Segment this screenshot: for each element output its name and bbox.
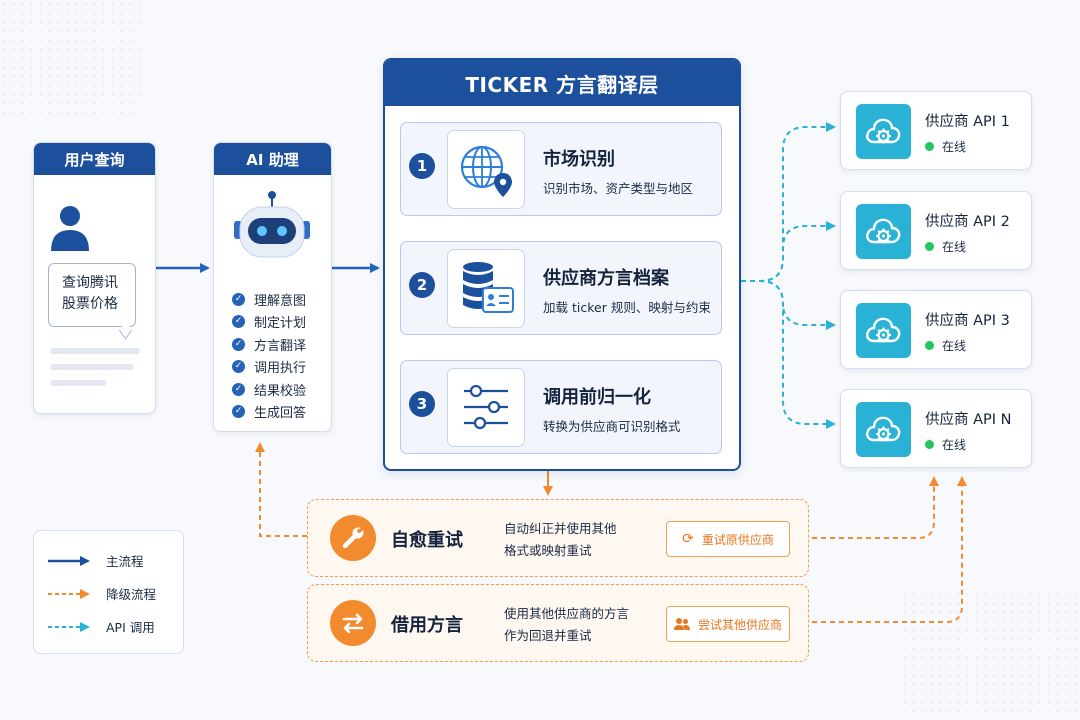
- robot-icon: [234, 191, 310, 258]
- step-number: 1: [409, 153, 435, 179]
- vendor-name: 供应商 API 2: [925, 214, 1010, 230]
- check-icon: ✓: [232, 292, 245, 306]
- placeholder-line: [50, 364, 134, 370]
- step-item: ✓方言翻译: [232, 333, 306, 356]
- globe-pin-icon: [447, 130, 525, 209]
- step-item: ✓制定计划: [232, 311, 306, 334]
- online-dot-icon: [925, 341, 934, 350]
- status-badge: 在线: [925, 436, 966, 453]
- fallback-arrow: [812, 476, 967, 623]
- api-call-arrow: [741, 280, 836, 429]
- status-badge: 在线: [925, 238, 966, 255]
- user-query-card: 用户查询 查询腾讯 股票价格: [33, 142, 156, 414]
- legend-item-fallback-flow: 降级流程: [48, 584, 156, 603]
- fallback-self-heal-retry: 自愈重试 自动纠正并使用其他 格式或映射重试 ⟳ 重试原供应商: [307, 499, 809, 577]
- dashed-arrow-icon: [48, 588, 90, 599]
- vendor-api-card: 供应商 API N 在线: [840, 389, 1032, 468]
- vendor-api-card: 供应商 API 1 在线: [840, 91, 1032, 170]
- query-line: 股票价格: [62, 296, 118, 312]
- ai-assistant-card: AI 助理 ✓理解意图 ✓制定计划 ✓方言翻译 ✓调用执行 ✓结果校验 ✓生成回…: [213, 142, 332, 432]
- fallback-borrow-dialect: 借用方言 使用其他供应商的方言 作为回退并重试 尝试其他供应商: [307, 584, 809, 662]
- fallback-title: 借用方言: [391, 615, 463, 636]
- api-call-arrow: [741, 122, 836, 282]
- layer-desc: 识别市场、资产类型与地区: [543, 181, 694, 196]
- fallback-title: 自愈重试: [391, 530, 463, 551]
- query-bubble: 查询腾讯 股票价格: [48, 263, 136, 327]
- fallback-arrow: [255, 442, 307, 537]
- layer-vendor-dialect-profile: 2 供应商方言档案 加载 ticker 规则、映射与约束: [400, 241, 722, 335]
- card-header: 用户查询: [34, 143, 155, 175]
- legend: 主流程 降级流程 API 调用: [33, 530, 184, 654]
- swap-icon: [330, 600, 376, 646]
- ticker-translation-panel: TICKER 方言翻译层 1 市场识别 识别市场、资产类型与地区 2: [383, 58, 741, 471]
- layer-market-identify: 1 市场识别 识别市场、资产类型与地区: [400, 122, 722, 216]
- try-other-vendor-button[interactable]: 尝试其他供应商: [666, 606, 790, 642]
- refresh-icon: ⟳: [682, 531, 694, 547]
- vendor-name: 供应商 API 1: [925, 114, 1010, 130]
- query-line: 查询腾讯: [62, 275, 118, 291]
- vendor-api-card: 供应商 API 3 在线: [840, 290, 1032, 369]
- database-profile-icon: [447, 249, 525, 328]
- card-header: AI 助理: [214, 143, 331, 175]
- sliders-icon: [447, 368, 525, 447]
- step-item: ✓理解意图: [232, 288, 306, 311]
- layer-title: 调用前归一化: [543, 387, 651, 408]
- cloud-gear-icon: [856, 104, 911, 159]
- retry-original-vendor-button[interactable]: ⟳ 重试原供应商: [666, 521, 790, 557]
- check-icon: ✓: [232, 315, 245, 329]
- api-call-arrow: [741, 280, 836, 330]
- online-dot-icon: [925, 242, 934, 251]
- panel-title: TICKER 方言翻译层: [385, 60, 739, 106]
- online-dot-icon: [925, 142, 934, 151]
- users-icon: [673, 618, 690, 630]
- fallback-arrow: [812, 476, 939, 539]
- vendor-name: 供应商 API N: [925, 412, 1012, 428]
- online-dot-icon: [925, 440, 934, 449]
- cloud-gear-icon: [856, 303, 911, 358]
- step-item: ✓结果校验: [232, 378, 306, 401]
- status-badge: 在线: [925, 138, 966, 155]
- step-number: 2: [409, 272, 435, 298]
- decorative-dots: [900, 590, 1080, 720]
- check-icon: ✓: [232, 360, 245, 374]
- decorative-dots: [0, 0, 140, 120]
- step-list: ✓理解意图 ✓制定计划 ✓方言翻译 ✓调用执行 ✓结果校验 ✓生成回答: [232, 288, 306, 423]
- layer-desc: 转换为供应商可识别格式: [543, 419, 681, 434]
- step-number: 3: [409, 391, 435, 417]
- placeholder-line: [50, 348, 140, 354]
- placeholder-line: [50, 380, 106, 386]
- check-icon: ✓: [232, 405, 245, 419]
- fallback-desc: 使用其他供应商的方言 作为回退并重试: [504, 606, 630, 643]
- layer-desc: 加载 ticker 规则、映射与约束: [543, 300, 711, 315]
- layer-pre-call-normalize: 3 调用前归一化 转换为供应商可识别格式: [400, 360, 722, 454]
- solid-arrow-icon: [48, 555, 90, 566]
- vendor-name: 供应商 API 3: [925, 313, 1010, 329]
- cloud-gear-icon: [856, 402, 911, 457]
- user-icon: [51, 206, 89, 251]
- step-item: ✓调用执行: [232, 356, 306, 379]
- step-item: ✓生成回答: [232, 401, 306, 424]
- layer-title: 市场识别: [543, 149, 615, 170]
- legend-item-api-call: API 调用: [48, 617, 155, 636]
- api-call-arrow: [741, 221, 836, 282]
- legend-item-main-flow: 主流程: [48, 551, 144, 570]
- wrench-icon: [330, 515, 376, 561]
- vendor-api-card: 供应商 API 2 在线: [840, 191, 1032, 270]
- check-icon: ✓: [232, 382, 245, 396]
- dashed-arrow-icon: [48, 621, 90, 632]
- check-icon: ✓: [232, 337, 245, 351]
- status-badge: 在线: [925, 337, 966, 354]
- fallback-desc: 自动纠正并使用其他 格式或映射重试: [504, 521, 617, 558]
- cloud-gear-icon: [856, 204, 911, 259]
- layer-title: 供应商方言档案: [543, 268, 669, 289]
